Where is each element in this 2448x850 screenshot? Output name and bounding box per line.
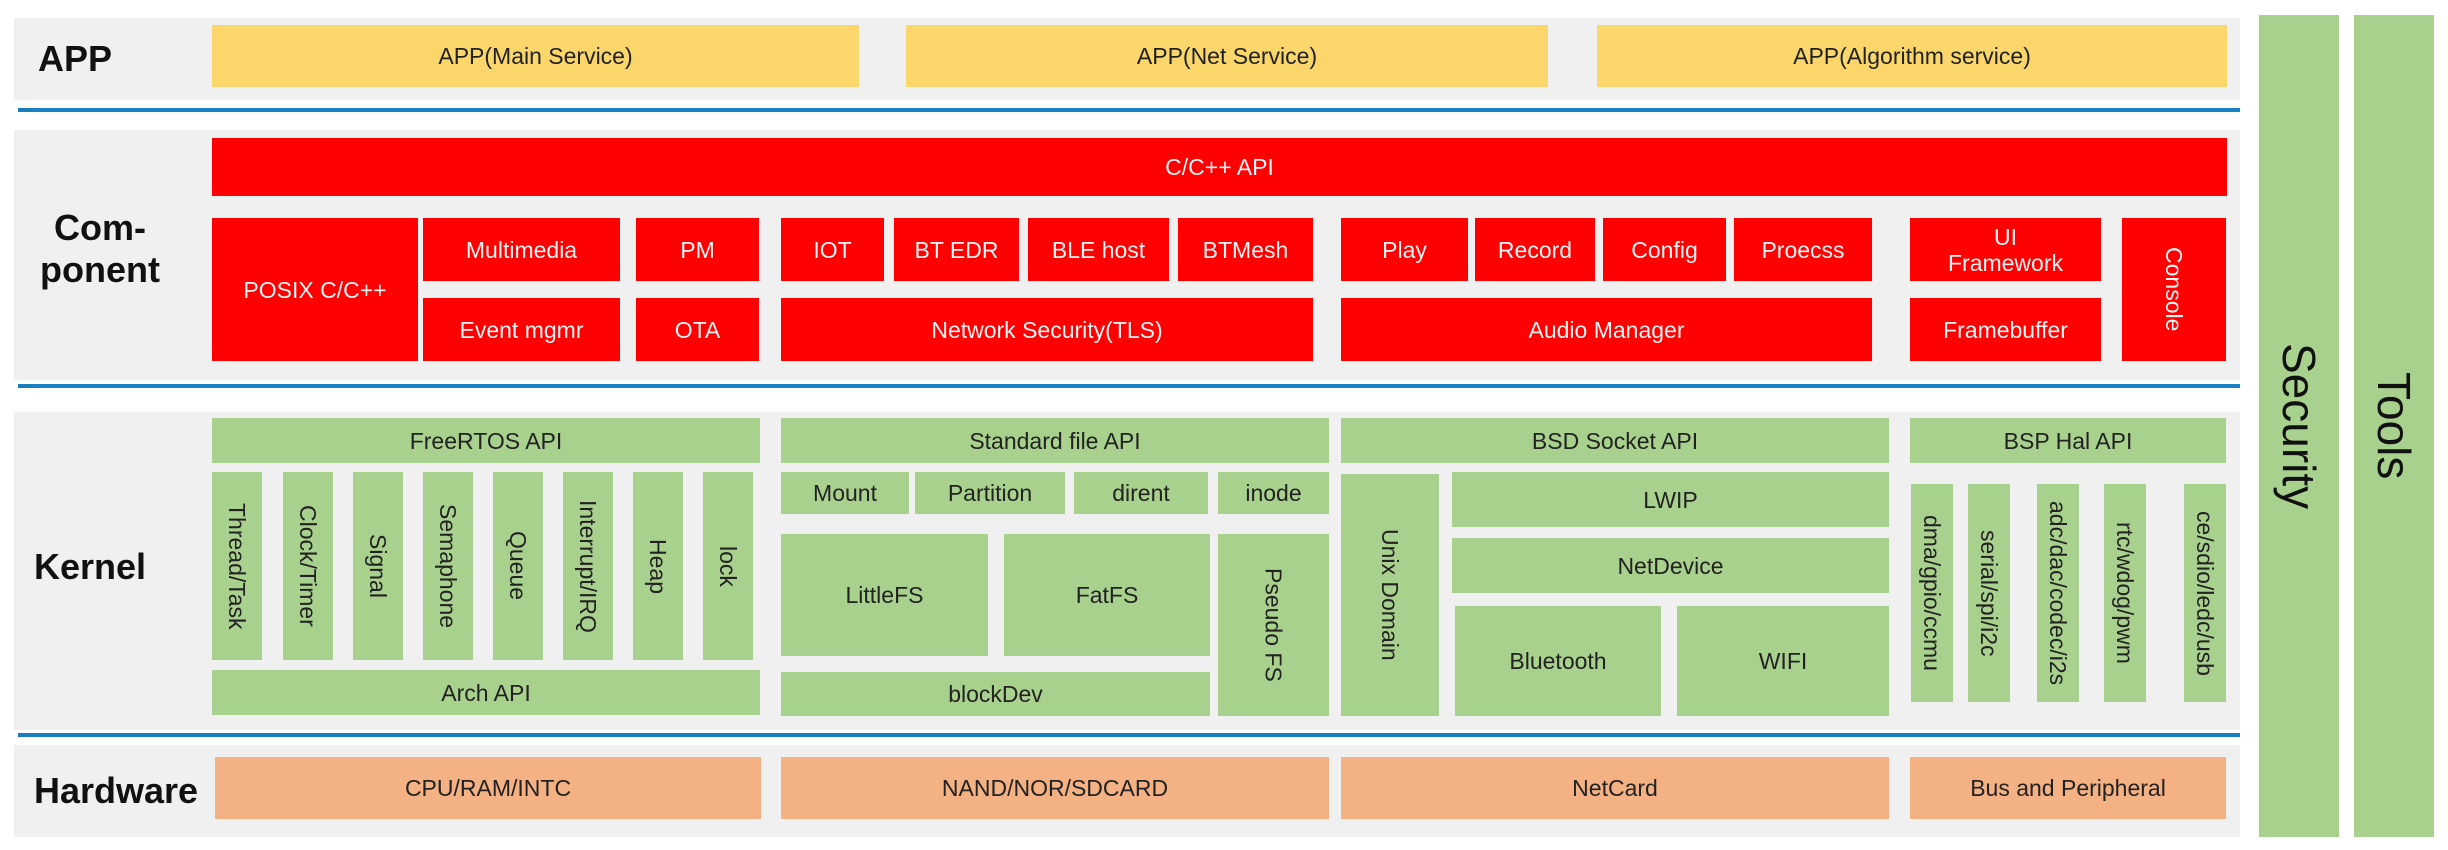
freertos-item: Clock/Timer	[283, 472, 333, 660]
bsp-item: ce/sdio/ledc/usb	[2184, 484, 2226, 702]
bt-edr-block: BT EDR	[894, 218, 1019, 281]
bsp-item: dma/gpio/ccmu	[1911, 484, 1953, 702]
app-net-service: APP(Net Service)	[906, 25, 1548, 87]
arch-api-bar: Arch API	[212, 670, 760, 715]
tools-sidebar: Tools	[2354, 15, 2434, 837]
inode-block: inode	[1218, 472, 1329, 514]
separator-line	[18, 733, 2240, 737]
layer-label-app: APP	[37, 38, 113, 79]
bsd-socket-api-bar: BSD Socket API	[1341, 418, 1889, 463]
btmesh-block: BTMesh	[1178, 218, 1313, 281]
app-main-service: APP(Main Service)	[212, 25, 859, 87]
network-security-block: Network Security(TLS)	[781, 298, 1313, 361]
freertos-item-label: Heap	[645, 538, 671, 594]
netdevice-block: NetDevice	[1452, 538, 1889, 593]
hw-cpu-ram-intc: CPU/RAM/INTC	[215, 757, 761, 819]
bsp-item: serial/spi/i2c	[1968, 484, 2010, 702]
event-mgmr-block: Event mgmr	[423, 298, 620, 361]
hw-netcard: NetCard	[1341, 757, 1889, 819]
security-sidebar: Security	[2259, 15, 2339, 837]
ui-framework-block: UI Framework	[1910, 218, 2101, 281]
pm-block: PM	[636, 218, 759, 281]
freertos-item-label: lock	[715, 545, 741, 587]
tools-label: Tools	[2368, 372, 2420, 480]
littlefs-block: LittleFS	[781, 534, 988, 656]
process-block: Proecss	[1734, 218, 1872, 281]
unix-domain-label: Unix Domain	[1377, 529, 1403, 661]
config-block: Config	[1603, 218, 1726, 281]
ble-host-block: BLE host	[1028, 218, 1169, 281]
separator-line	[18, 384, 2240, 388]
freertos-item: Heap	[633, 472, 683, 660]
bsp-hal-api-bar: BSP Hal API	[1910, 418, 2226, 463]
freertos-api-bar: FreeRTOS API	[212, 418, 760, 463]
layer-label-component: Com- ponent	[40, 207, 160, 290]
posix-cpp-block: POSIX C/C++	[212, 218, 418, 361]
partition-block: Partition	[915, 472, 1065, 514]
freertos-item: Queue	[493, 472, 543, 660]
bsp-item-label: ce/sdio/ledc/usb	[2192, 510, 2218, 676]
bsp-item-label: adc/dac/codec/i2s	[2045, 500, 2071, 686]
multimedia-block: Multimedia	[423, 218, 620, 281]
bsp-item-label: serial/spi/i2c	[1976, 529, 2002, 657]
bluetooth-block: Bluetooth	[1455, 606, 1661, 716]
mount-block: Mount	[781, 472, 909, 514]
iot-block: IOT	[781, 218, 884, 281]
pseudofs-block: Pseudo FS	[1218, 534, 1329, 716]
freertos-item: Semaphone	[423, 472, 473, 660]
unix-domain-block: Unix Domain	[1341, 474, 1439, 716]
bsp-item-label: rtc/wdog/pwm	[2112, 522, 2138, 664]
freertos-item: Interrupt/IRQ	[563, 472, 613, 660]
freertos-item-label: Interrupt/IRQ	[575, 499, 601, 633]
wifi-block: WIFI	[1677, 606, 1889, 716]
bsp-item-label: dma/gpio/ccmu	[1919, 515, 1945, 671]
blockdev-block: blockDev	[781, 672, 1210, 716]
ota-block: OTA	[636, 298, 759, 361]
layer-label-hardware: Hardware	[33, 770, 199, 811]
hw-nand-nor-sdcard: NAND/NOR/SDCARD	[781, 757, 1329, 819]
freertos-item: Thread/Task	[212, 472, 262, 660]
layer-label-kernel: Kernel	[33, 546, 147, 587]
bsp-item: adc/dac/codec/i2s	[2037, 484, 2079, 702]
pseudofs-label: Pseudo FS	[1260, 568, 1287, 682]
fatfs-block: FatFS	[1004, 534, 1210, 656]
play-block: Play	[1341, 218, 1468, 281]
console-block: Console	[2122, 218, 2226, 361]
audio-manager-block: Audio Manager	[1341, 298, 1872, 361]
record-block: Record	[1475, 218, 1595, 281]
security-label: Security	[2273, 342, 2325, 510]
separator-line	[18, 108, 2240, 112]
hw-bus-peripheral: Bus and Peripheral	[1910, 757, 2226, 819]
freertos-item-label: Thread/Task	[224, 502, 250, 630]
console-label: Console	[2161, 247, 2187, 332]
bsp-item: rtc/wdog/pwm	[2104, 484, 2146, 702]
freertos-item-label: Semaphone	[435, 503, 461, 629]
freertos-item-label: Signal	[365, 534, 391, 598]
dirent-block: dirent	[1074, 472, 1208, 514]
freertos-item: Signal	[353, 472, 403, 660]
freertos-item: lock	[703, 472, 753, 660]
freertos-item-label: Clock/Timer	[295, 505, 321, 627]
lwip-block: LWIP	[1452, 472, 1889, 527]
cpp-api-bar: C/C++ API	[212, 138, 2227, 196]
app-algorithm-service: APP(Algorithm service)	[1597, 25, 2227, 87]
framebuffer-block: Framebuffer	[1910, 298, 2101, 361]
standard-file-api-bar: Standard file API	[781, 418, 1329, 463]
freertos-item-label: Queue	[505, 531, 531, 601]
